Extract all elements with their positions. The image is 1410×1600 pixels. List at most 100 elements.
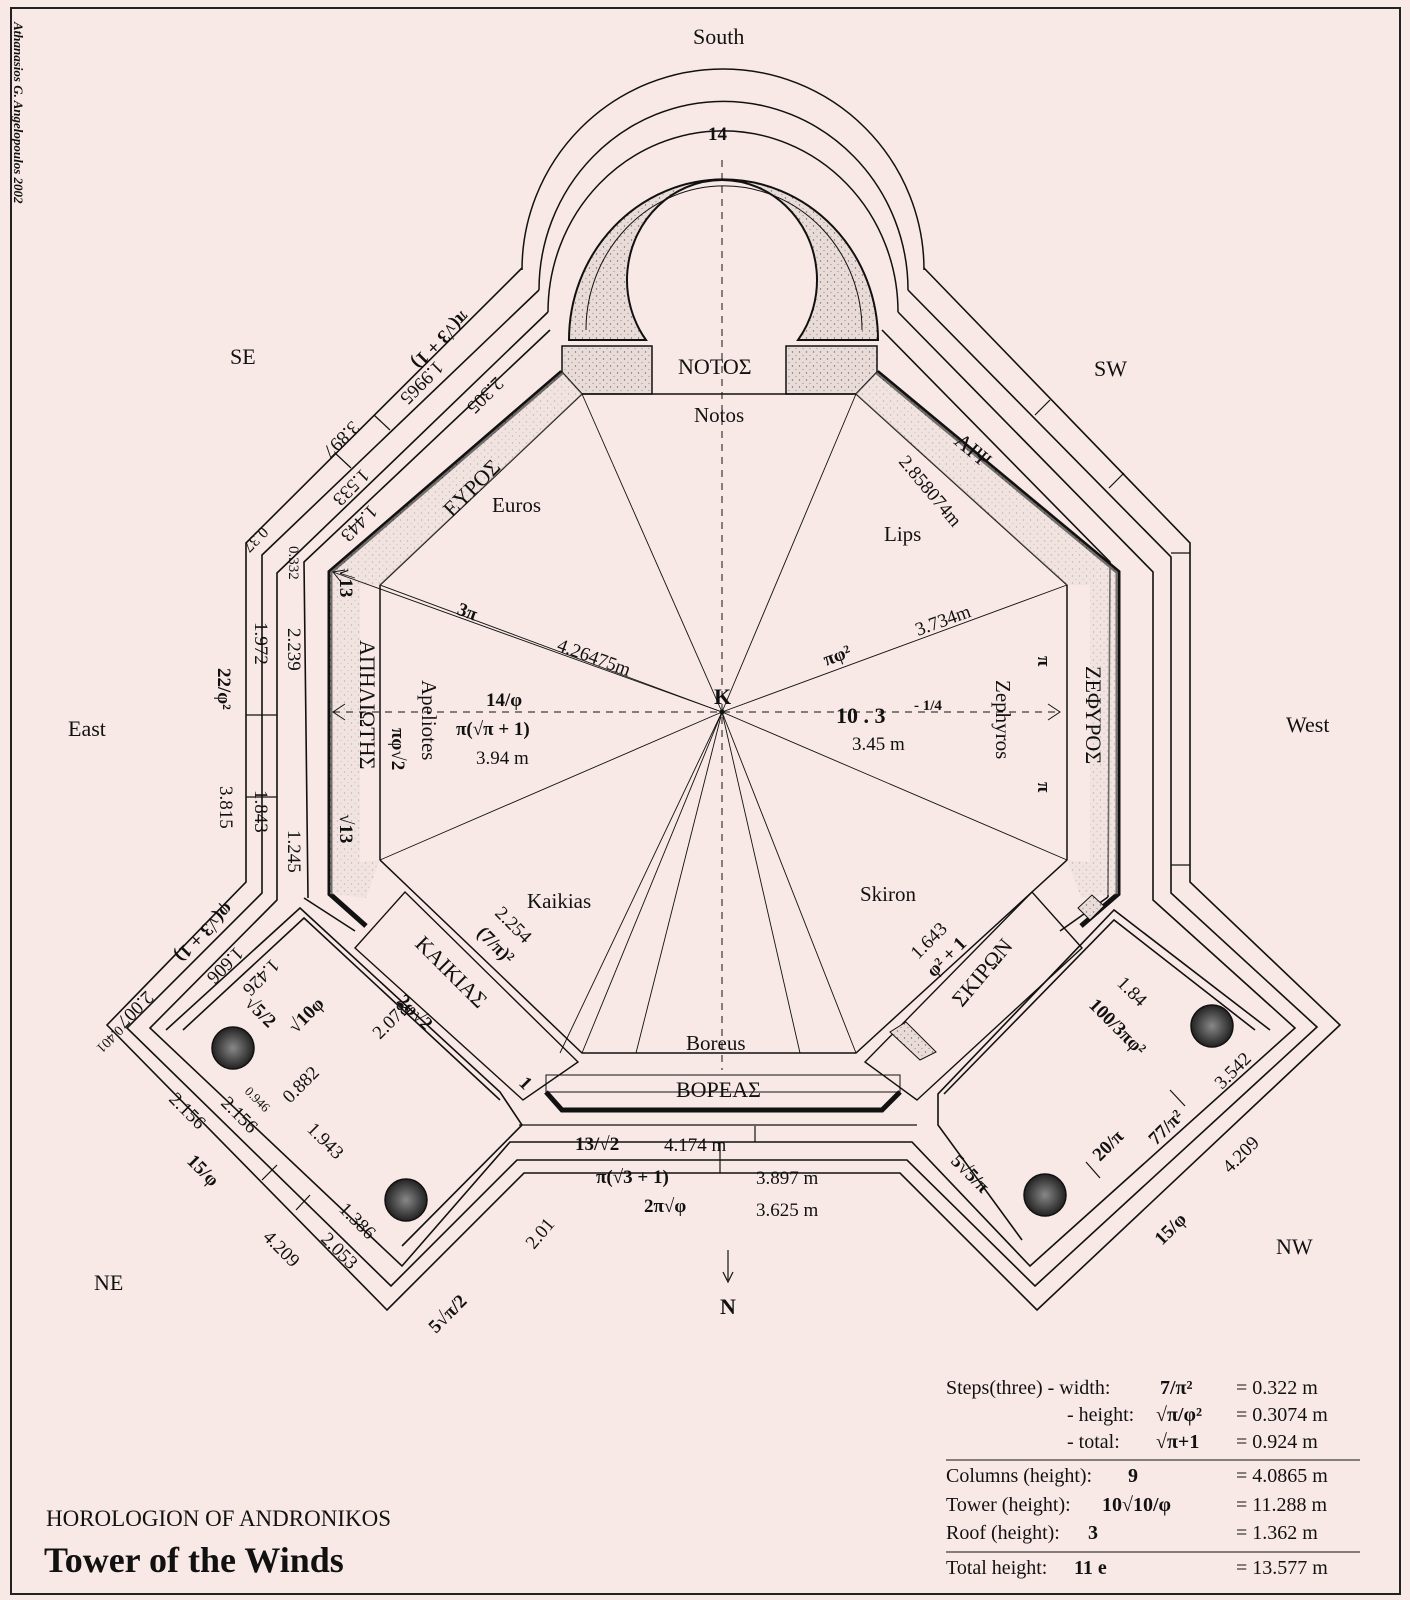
row-3-label: - total: <box>1067 1431 1120 1453</box>
dim-piphi2: πφ² <box>821 641 855 670</box>
dim-14-phi: 14/φ <box>486 690 522 711</box>
dim-3-94: 3.94 m <box>476 748 529 769</box>
column-ne-2 <box>384 1178 428 1222</box>
dim-20-pi: 20/π <box>1089 1126 1129 1166</box>
south-annex <box>521 68 925 395</box>
dim-1-606: 1.606 <box>202 942 247 987</box>
dir-south: South <box>693 24 744 49</box>
row-5-formula: 10√10/φ <box>1102 1494 1171 1516</box>
dim-pi-sqrt3b: π(√3 + 1) <box>596 1167 669 1188</box>
latin-boreas: Boreus <box>686 1031 746 1055</box>
dim-1-84: 1.84 <box>1112 973 1151 1012</box>
dim-2-305: 2.305 <box>462 372 507 417</box>
row-5-value: = 11.288 m <box>1236 1494 1328 1516</box>
dir-east: East <box>68 716 106 741</box>
row-5-label: Tower (height): <box>946 1494 1071 1516</box>
latin-notos: Notos <box>694 403 744 427</box>
row-3-value: = 0.924 m <box>1236 1431 1318 1453</box>
dim-3-897a: 3.897 <box>318 416 363 461</box>
dir-sw: SW <box>1094 356 1127 381</box>
latin-apeliotes: Apeliotes <box>417 680 441 760</box>
dim-13-sqrt2: 13/√2 <box>575 1134 619 1155</box>
dim-1-972: 1.972 <box>250 622 271 665</box>
dim-sqrt13b: √13 <box>335 814 356 843</box>
dim-2-053: 2.053 <box>316 1229 361 1274</box>
row-3-formula: √π+1 <box>1156 1431 1199 1453</box>
north-arrow <box>722 1250 734 1284</box>
dim-0-332: 0.332 <box>285 546 301 580</box>
dim-piphi-sqrt2: πφ√2 <box>387 728 408 770</box>
dim-pi-sqrtpi: π(√π + 1) <box>456 719 530 740</box>
columns <box>211 1004 1234 1222</box>
dim-15-phi-l: 15/φ <box>182 1151 223 1192</box>
greek-boreas: ΒΟΡΕΑΣ <box>676 1077 761 1102</box>
dim-4-209-r: 4.209 <box>1219 1132 1264 1177</box>
row-7-formula: 11 e <box>1074 1557 1107 1579</box>
dim-1-245: 1.245 <box>283 830 304 873</box>
dim-0-882: 0.882 <box>279 1062 324 1107</box>
latin-skiron: Skiron <box>860 882 917 906</box>
row-4-formula: 9 <box>1128 1465 1138 1487</box>
row-6-formula: 3 <box>1088 1522 1098 1544</box>
dim-2-156a: 2.156 <box>164 1089 209 1134</box>
dim-1-943: 1.943 <box>302 1119 347 1164</box>
dim-3-625m: 3.625 m <box>756 1200 819 1221</box>
column-ne-1 <box>211 1026 255 1070</box>
dir-ne: NE <box>94 1270 123 1295</box>
center-k: K <box>714 684 731 709</box>
author-signature: Athanasios G. Angelopoulos 2002 <box>11 21 26 204</box>
row-1-value: = 0.322 m <box>1236 1377 1318 1399</box>
row-7-label: Total height: <box>946 1557 1047 1579</box>
dim-sqrt13a: √13 <box>335 568 356 597</box>
greek-notos: ΝΟΤΟΣ <box>678 354 752 379</box>
row-6-value: = 1.362 m <box>1236 1522 1318 1544</box>
specs-table: Steps(three) - width: 7/π² = 0.322 m - h… <box>946 1377 1360 1579</box>
dim-3pi: 3π <box>454 599 480 626</box>
subtitle: HOROLOGION OF ANDRONIKOS <box>46 1506 391 1531</box>
greek-apeliotes: ΑΠΗΛΙΩΤΗΣ <box>355 640 380 769</box>
latin-lips: Lips <box>884 522 921 546</box>
title: Tower of the Winds <box>44 1540 344 1580</box>
dim-4-26475: 4.26475m <box>554 635 633 681</box>
dim-1-426: 1.426 <box>238 954 283 999</box>
dim-2pi-sqrtphi: 2π√φ <box>644 1196 686 1217</box>
row-1-label: Steps(three) - width: <box>946 1377 1110 1399</box>
latin-euros: Euros <box>492 493 541 517</box>
row-6-label: Roof (height): <box>946 1522 1060 1544</box>
band-ticks <box>246 399 1190 1211</box>
dim-10-3: 10 . 3 <box>836 703 886 728</box>
dim-5-sqrtpi2: 5√π/2 <box>425 1291 472 1338</box>
column-nw-2 <box>1023 1173 1067 1217</box>
dim-sqrt5-2: √5/2 <box>240 993 279 1032</box>
dim-sqrt10phi: √10φ <box>285 993 329 1037</box>
dim-22-phi2: 22/φ² <box>213 668 234 710</box>
dim-annex-14: 14 <box>708 124 728 145</box>
dim-3-542: 3.542 <box>1211 1048 1256 1093</box>
dim-15-phi-r: 15/φ <box>1151 1209 1192 1250</box>
row-7-value: = 13.577 m <box>1236 1557 1328 1579</box>
dim-2-01: 2.01 <box>522 1214 559 1253</box>
dim-2-239: 2.239 <box>283 628 304 671</box>
page-frame <box>10 7 1401 1595</box>
latin-zephyros: Zephyros <box>991 680 1015 759</box>
dim-1-843: 1.843 <box>250 790 271 833</box>
dim-4-209-l: 4.209 <box>258 1227 303 1272</box>
dim-3-897m: 3.897 m <box>756 1168 819 1189</box>
row-2-label: - height: <box>1067 1404 1134 1426</box>
dir-se: SE <box>230 344 256 369</box>
row-4-label: Columns (height): <box>946 1465 1092 1487</box>
row-2-formula: √π/φ² <box>1156 1404 1202 1426</box>
dim-pi-top: π <box>1033 656 1054 667</box>
row-2-value: = 0.3074 m <box>1236 1404 1328 1426</box>
row-4-value: = 4.0865 m <box>1236 1465 1328 1487</box>
latin-kaikias: Kaikias <box>527 889 591 913</box>
dim-3-45: 3.45 m <box>852 734 905 755</box>
column-nw-1 <box>1190 1004 1234 1048</box>
dim-exp: - 1/4 <box>914 698 942 714</box>
north-label: N <box>720 1294 736 1319</box>
dim-pi-bot: π <box>1033 782 1054 793</box>
dim-4-174: 4.174 m <box>664 1135 727 1156</box>
dim-3-815: 3.815 <box>215 786 236 829</box>
row-1-formula: 7/π² <box>1160 1377 1193 1399</box>
